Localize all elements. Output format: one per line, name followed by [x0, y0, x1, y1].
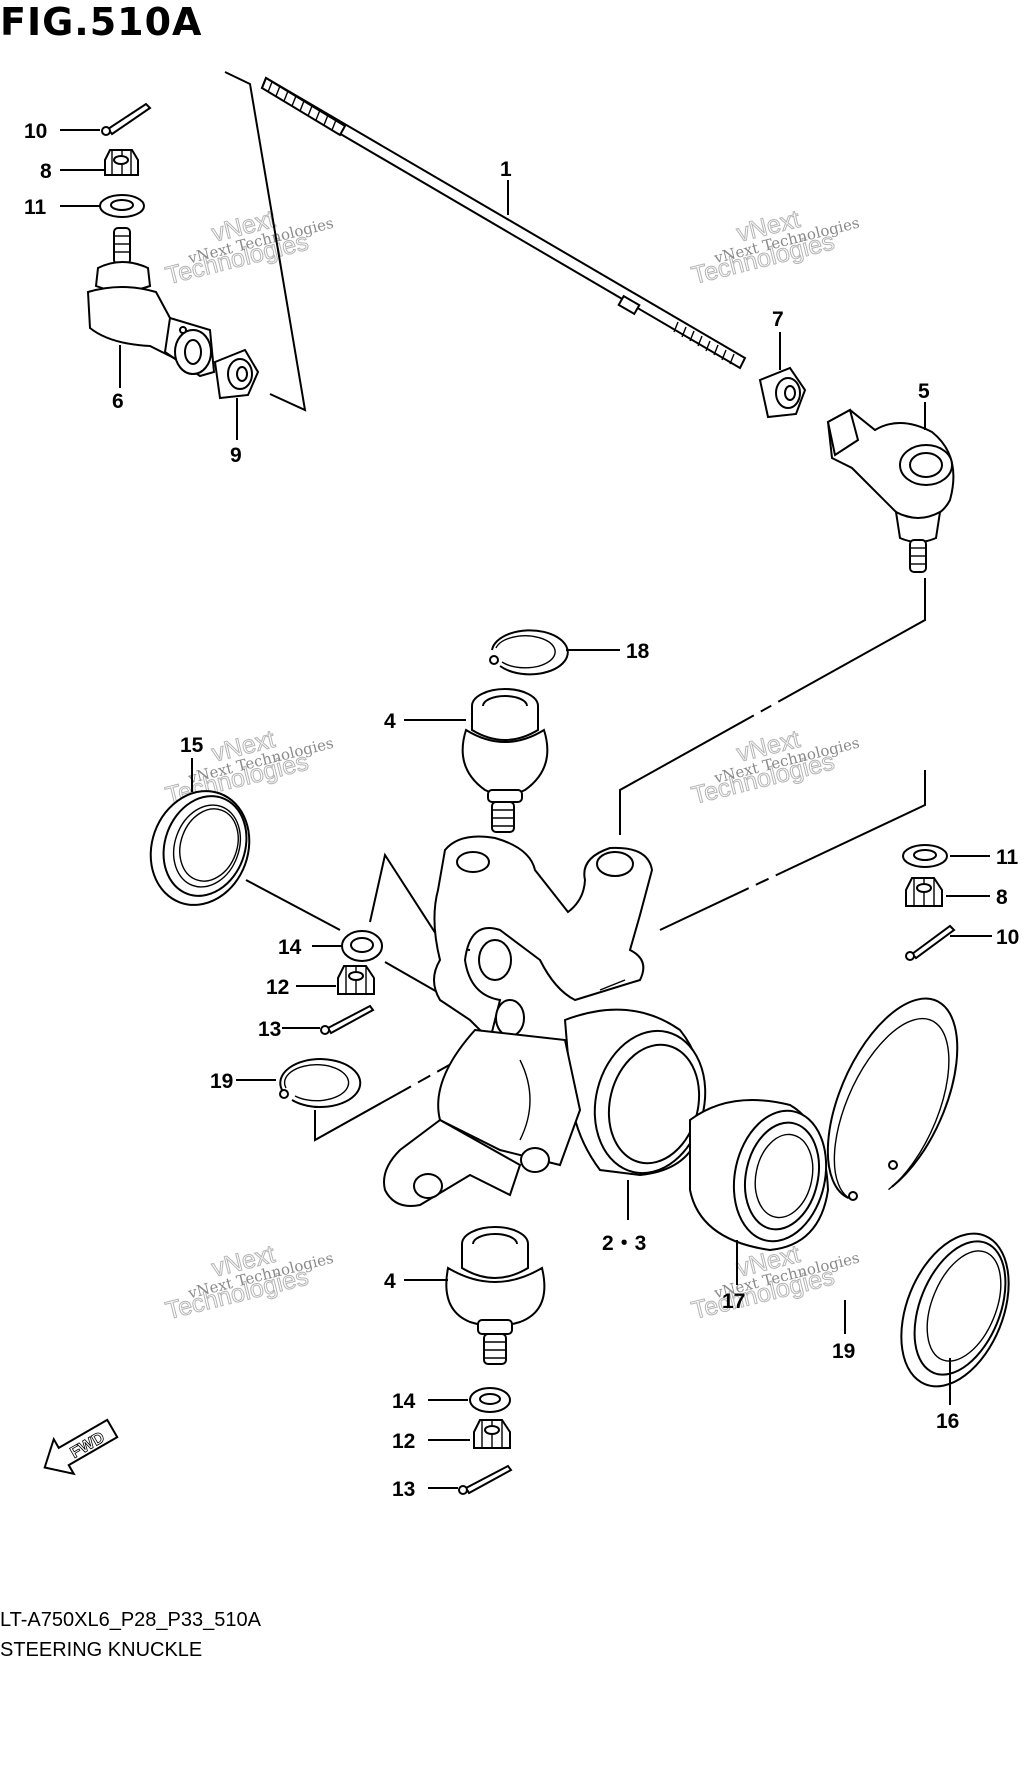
tie-rod-end-right — [826, 408, 955, 573]
cotter-pin-lower — [458, 1464, 513, 1495]
lock-nut-right — [758, 366, 807, 419]
callout-2-3: 2・3 — [602, 1232, 646, 1255]
tie-rod-end-left — [86, 227, 216, 378]
snap-ring-left — [279, 1058, 362, 1109]
snap-ring-right — [826, 997, 959, 1201]
wheel-bearing — [689, 1099, 830, 1252]
callout-14-lower: 14 — [392, 1390, 416, 1413]
steering-knuckle — [383, 835, 707, 1207]
callout-10-right: 10 — [996, 926, 1019, 949]
figure-name: STEERING KNUCKLE — [0, 1639, 203, 1661]
callout-15: 15 — [180, 734, 204, 757]
tie-rod — [260, 76, 747, 370]
watermark-top-left: vNext Technologies vNext Technologies — [162, 205, 335, 291]
callout-11-right: 11 — [996, 846, 1019, 869]
washer-mid — [341, 930, 383, 962]
callout-17: 17 — [722, 1290, 745, 1313]
watermark-bottom-left: vNext Technologies vNext Technologies — [162, 1240, 335, 1326]
callout-16: 16 — [936, 1410, 959, 1433]
washer-top — [99, 194, 145, 218]
castle-nut-top — [104, 149, 139, 176]
callout-19-right: 19 — [832, 1340, 855, 1363]
cotter-pin-top — [101, 102, 152, 136]
castle-nut-right — [905, 877, 943, 907]
callout-11-top: 11 — [24, 196, 47, 219]
callout-8-right: 8 — [996, 886, 1008, 909]
callout-7: 7 — [772, 308, 784, 331]
callout-6: 6 — [112, 390, 124, 413]
watermark-top-right: vNext Technologies vNext Technologies — [688, 205, 861, 291]
callout-18: 18 — [626, 640, 650, 663]
oil-seal-left — [149, 790, 251, 906]
assembly-bracket-left — [224, 71, 307, 412]
callout-12-mid: 12 — [266, 976, 289, 999]
figure-caption: LT-A750XL6_P28_P33_510A STEERING KNUCKLE — [0, 1605, 261, 1665]
assembly-line-right — [619, 578, 926, 835]
watermark-mid-left: vNext Technologies vNext Technologies — [162, 725, 335, 811]
cotter-pin-mid — [320, 1004, 375, 1035]
oil-seal-right — [900, 1232, 1010, 1388]
callout-19-left: 19 — [210, 1070, 233, 1093]
washer-right — [902, 844, 948, 868]
figure-code: LT-A750XL6_P28_P33_510A — [0, 1609, 261, 1631]
assembly-line-seal — [245, 879, 341, 931]
figure-title: FIG.510A — [0, 0, 203, 44]
ball-joint-upper — [461, 688, 549, 833]
cotter-pin-right — [905, 924, 956, 961]
castle-nut-mid — [337, 965, 375, 995]
washer-lower — [469, 1387, 511, 1413]
callout-13-mid: 13 — [258, 1018, 281, 1041]
callout-4-upper: 4 — [384, 710, 396, 733]
callout-4-lower: 4 — [384, 1270, 396, 1293]
callout-8-top: 8 — [40, 160, 52, 183]
callout-5: 5 — [918, 380, 930, 403]
castle-nut-lower — [473, 1419, 511, 1449]
callout-13-lower: 13 — [392, 1478, 415, 1501]
watermark-mid-right: vNext Technologies vNext Technologies — [688, 725, 861, 811]
callout-12-lower: 12 — [392, 1430, 415, 1453]
snap-ring-upper — [489, 629, 569, 676]
callout-9: 9 — [230, 444, 242, 467]
callout-1: 1 — [500, 158, 512, 181]
ball-joint-lower — [445, 1226, 546, 1365]
assembly-line-lower — [314, 1044, 486, 1142]
assembly-line-right-lower — [659, 770, 926, 931]
callout-10-top: 10 — [24, 120, 47, 143]
fwd-arrow-icon: FWD — [43, 1418, 119, 1476]
lock-nut-left — [213, 348, 260, 400]
callout-14-mid: 14 — [278, 936, 302, 959]
